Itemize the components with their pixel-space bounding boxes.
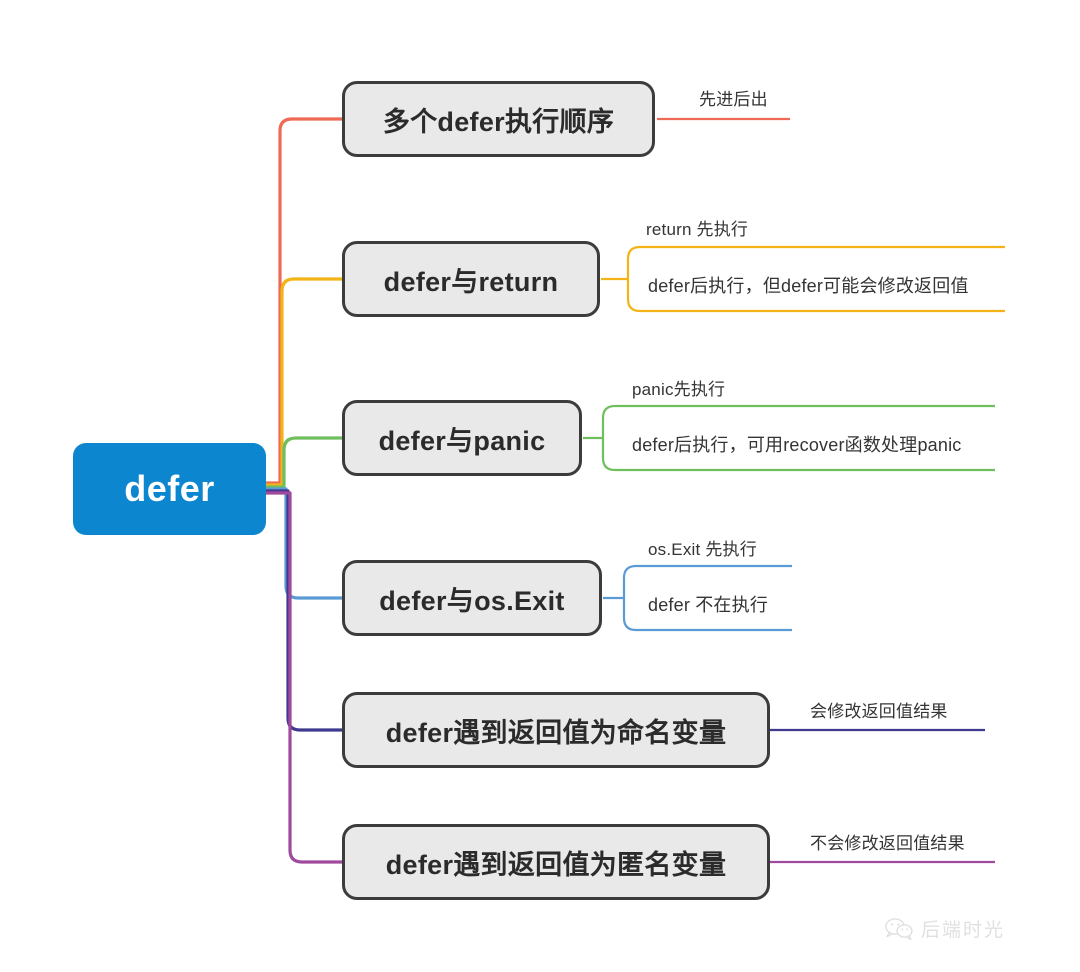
branch-node-defer-order[interactable]: 多个defer执行顺序 bbox=[342, 81, 655, 157]
leaf-label-return-defer-after[interactable]: defer后执行，但defer可能会修改返回值 bbox=[648, 276, 969, 296]
branch-node-label: defer与panic bbox=[378, 425, 546, 456]
leaf-label-named-var-result[interactable]: 会修改返回值结果 bbox=[810, 702, 948, 721]
leaf-label-osexit-first[interactable]: os.Exit 先执行 bbox=[648, 540, 757, 559]
leaf-label-order-fifo[interactable]: 先进后出 bbox=[699, 90, 768, 109]
branch-node-label: defer遇到返回值为匿名变量 bbox=[385, 849, 727, 880]
connector-branch-6 bbox=[264, 491, 344, 864]
leaf-label-panic-first[interactable]: panic先执行 bbox=[632, 380, 726, 399]
wechat-icon bbox=[884, 917, 914, 941]
connector-branch-4 bbox=[264, 487, 344, 600]
root-node-label: defer bbox=[124, 468, 215, 509]
watermark-label: 后端时光 bbox=[921, 920, 1006, 941]
branch-node-defer-anon-var[interactable]: defer遇到返回值为匿名变量 bbox=[342, 824, 770, 900]
branch-node-defer-named-var[interactable]: defer遇到返回值为命名变量 bbox=[342, 692, 770, 768]
branch-node-defer-return[interactable]: defer与return bbox=[342, 241, 600, 317]
branch-node-label: 多个defer执行顺序 bbox=[382, 106, 615, 137]
leaf-label-osexit-no-defer[interactable]: defer 不在执行 bbox=[648, 595, 769, 615]
branch-node-label: defer与return bbox=[383, 266, 559, 297]
connector-branch-3 bbox=[264, 436, 344, 489]
watermark: 后端时光 bbox=[884, 915, 1005, 942]
connector-branch-5 bbox=[264, 489, 344, 732]
connector-branch-2 bbox=[264, 277, 344, 487]
branch-node-label: defer与os.Exit bbox=[379, 585, 565, 616]
branch-node-defer-os-exit[interactable]: defer与os.Exit bbox=[342, 560, 602, 636]
leaf-label-return-first[interactable]: return 先执行 bbox=[646, 220, 749, 239]
connector-branch-1 bbox=[264, 117, 344, 485]
branch-node-label: defer遇到返回值为命名变量 bbox=[385, 717, 727, 748]
root-node-defer[interactable]: defer bbox=[73, 443, 266, 535]
leaf-label-anon-var-result[interactable]: 不会修改返回值结果 bbox=[810, 834, 965, 853]
branch-node-defer-panic[interactable]: defer与panic bbox=[342, 400, 582, 476]
leaf-label-panic-recover[interactable]: defer后执行，可用recover函数处理panic bbox=[632, 435, 962, 455]
